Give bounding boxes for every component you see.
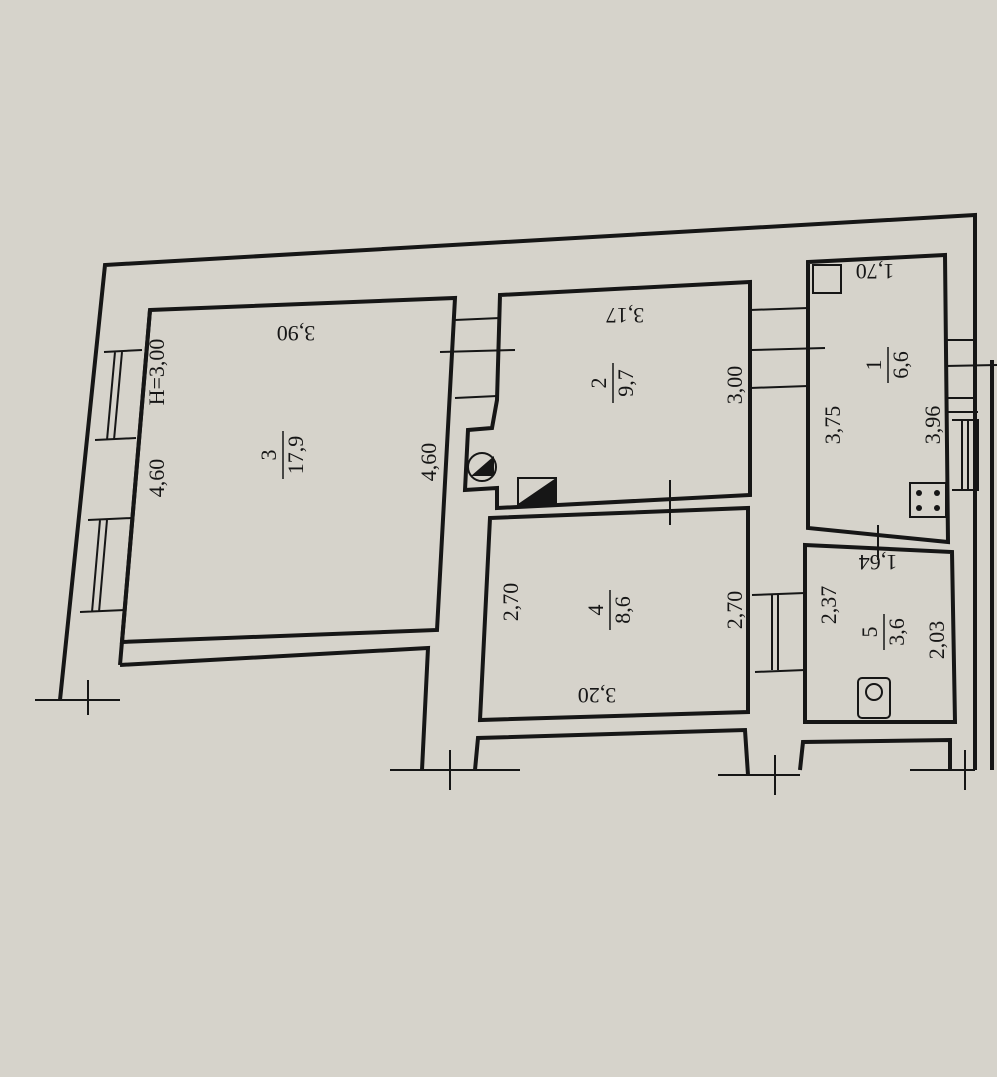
room-3-area: 17,9 [283,436,308,475]
toilet-icon [857,677,891,719]
heater-icon [517,477,557,505]
room-3-outline [119,295,458,645]
room-1-dim-top: 1,70 [856,259,895,284]
sink-icon [812,264,842,294]
window-left-bottom [79,517,133,613]
room-5-number: 5 [857,627,882,638]
room-2-dim-top: 3,17 [606,303,645,328]
room-3-dim-left: 4,60 [144,459,169,498]
room-2-number: 2 [586,378,611,389]
room-2-dim-right: 3,00 [722,366,747,405]
room-3-dim-top: 3,90 [277,321,316,346]
room-1-outline [806,252,951,545]
room-1-dim-right: 3,96 [920,406,945,445]
window-left-top [94,349,143,441]
room-1-number: 1 [861,360,886,371]
room-1-dim-left: 3,75 [820,406,845,445]
room-5-outline [803,542,958,724]
room-2-area: 9,7 [613,369,638,397]
room-5-dim-left: 2,37 [816,586,841,625]
axis-ticks [35,347,997,795]
room-3-dim-right: 4,60 [416,443,441,482]
room-2-outline [462,279,752,511]
room-4-dim-left: 2,70 [498,583,523,622]
room-1-area: 6,6 [888,351,913,379]
bottom-wall-left [119,645,431,771]
room-5-area: 3,6 [884,618,909,646]
door-openings [454,307,978,673]
room-5-dim-top: 1,64 [859,550,898,575]
room-4-number: 4 [583,605,608,616]
room-3-number: 3 [256,450,281,461]
room-4-area: 8,6 [610,596,635,624]
room-4-dim-right: 2,70 [722,591,747,630]
stove-icon [467,452,497,482]
outer-wall [58,212,977,770]
bottom-wall-mid [473,727,750,776]
room-4-dim-bottom: 3,20 [578,683,617,708]
ceiling-height: H=3,00 [144,339,169,406]
room-5-dim-right: 2,03 [924,621,949,660]
kitchen-stove-icon [909,482,947,518]
window-right [952,419,979,491]
room-4-outline [477,505,750,723]
bottom-wall-right [798,737,952,771]
